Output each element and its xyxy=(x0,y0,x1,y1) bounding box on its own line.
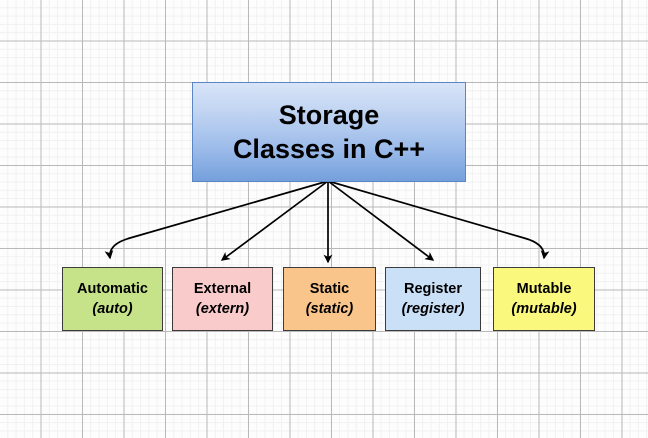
node-external[interactable]: External (extern) xyxy=(172,267,273,331)
node-mutable[interactable]: Mutable (mutable) xyxy=(493,267,595,331)
connector-to-mutable xyxy=(327,180,550,260)
node-automatic-keyword: (auto) xyxy=(92,301,133,317)
connector-to-automatic xyxy=(104,180,329,260)
node-mutable-keyword: (mutable) xyxy=(511,301,577,317)
root-node-storage-classes[interactable]: Storage Classes in C++ xyxy=(192,82,466,182)
node-register-keyword: (register) xyxy=(401,301,465,317)
root-node-title-line1: Storage xyxy=(278,99,380,130)
node-static-label: Static xyxy=(309,281,350,297)
node-external-label: External xyxy=(193,281,252,297)
node-automatic-label: Automatic xyxy=(77,281,148,297)
node-static-keyword: (static) xyxy=(305,301,354,317)
node-static[interactable]: Static (static) xyxy=(283,267,376,331)
connector-to-register xyxy=(327,180,435,261)
node-register[interactable]: Register (register) xyxy=(385,267,481,331)
node-register-label: Register xyxy=(403,281,463,297)
node-automatic[interactable]: Automatic (auto) xyxy=(62,267,163,331)
root-node-title-line2: Classes in C++ xyxy=(232,134,426,164)
node-mutable-label: Mutable xyxy=(516,281,572,297)
connector-to-external xyxy=(220,180,329,261)
node-external-keyword: (extern) xyxy=(195,301,250,317)
